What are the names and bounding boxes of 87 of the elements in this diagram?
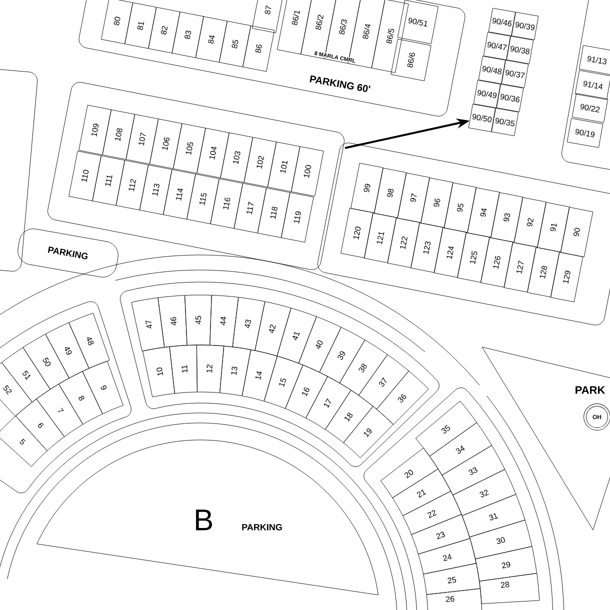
plot-cell: 80 — [101, 0, 134, 44]
plot-cell: 87 — [252, 0, 284, 34]
plot-cell: 104 — [196, 128, 230, 178]
plot-cell: 15 — [264, 356, 304, 409]
plot-cell: 13 — [220, 346, 252, 396]
plot-cell: 84 — [195, 16, 228, 63]
plot-cell: 28 — [479, 573, 540, 604]
plot-cell: 96 — [420, 178, 454, 228]
plot-cell: 25 — [423, 563, 480, 595]
plot-cell: 112 — [116, 160, 149, 210]
plot-cell: 86/6 — [390, 38, 432, 82]
plot-cell: 118 — [257, 188, 290, 238]
plot-cell: 44 — [210, 294, 239, 348]
plot-cell: 90/22 — [572, 93, 608, 123]
plot-cell: 121 — [364, 212, 397, 263]
plot-cell: 82 — [148, 7, 180, 54]
plot-cell: 99 — [350, 162, 384, 214]
plot-cell: 129 — [550, 252, 584, 302]
plot-cell: 110 — [68, 150, 102, 202]
plot-cell: 128 — [527, 247, 560, 298]
plot-cell: 113 — [139, 164, 172, 215]
plot-cell: 47 — [131, 298, 165, 352]
plot-cell: 126 — [480, 237, 514, 288]
plot-cell: 42 — [254, 301, 292, 356]
plot-cell: 90/50 — [468, 104, 496, 132]
plot-cell: 90/19 — [566, 118, 604, 148]
plot-cell: 111 — [92, 156, 125, 206]
plot-cell: 124 — [434, 228, 467, 278]
plot-cell: 108 — [102, 110, 135, 160]
plot-cell: 90/37 — [501, 60, 529, 88]
road-label: PARKING 60' — [308, 74, 372, 94]
plot-cell: 14 — [242, 350, 278, 402]
plot-cell: 90/39 — [511, 12, 539, 40]
plot-cell: 24 — [418, 538, 476, 574]
plot-cell: 92 — [514, 197, 546, 248]
plot-cell: 90/51 — [397, 0, 439, 44]
plot-cell: 94 — [467, 187, 500, 238]
plot-cell: 11 — [169, 344, 198, 394]
plot-cell: 116 — [210, 178, 243, 229]
plot-cell: 103 — [220, 132, 253, 183]
plot-cell: 115 — [186, 174, 220, 224]
plot-cell: 41 — [276, 308, 317, 364]
plot-cell: 90/49 — [473, 80, 501, 108]
plot-cell: 90/47 — [483, 32, 511, 60]
plot-cell: 90 — [560, 207, 594, 258]
plot-cell: 123 — [410, 222, 444, 273]
plot-cell: 10 — [142, 346, 175, 398]
parking-area: PARKING — [48, 246, 88, 260]
plot-cell: 90/36 — [496, 84, 524, 112]
plot-cell: 98 — [374, 168, 407, 218]
plot-cell: 117 — [234, 183, 267, 234]
plot-cell: 29 — [475, 546, 537, 582]
plot-cell: 122 — [387, 218, 420, 268]
plot-cell: 90/46 — [488, 8, 516, 36]
plot-cell: 91 — [537, 202, 570, 252]
plot-cell: 102 — [244, 137, 277, 188]
plot-cell: 45 — [184, 294, 212, 346]
plot-cell: 85 — [219, 20, 252, 68]
plot-cell: 91/13 — [578, 45, 610, 75]
plot-cell: 81 — [124, 2, 157, 49]
plot-cell: 97 — [397, 172, 430, 223]
plot-cell: 95 — [444, 182, 477, 233]
plot-cell: 125 — [457, 232, 490, 283]
plot-cell: 100 — [291, 146, 324, 196]
plot-cell: 107 — [126, 114, 159, 164]
plot-cell: 109 — [78, 104, 112, 156]
plot-cell: 12 — [196, 344, 224, 394]
plot-cell: 86 — [242, 25, 275, 72]
plot-cell: 114 — [163, 169, 196, 220]
plot-cell: 43 — [232, 297, 266, 351]
plot-cell: 26 — [426, 588, 482, 610]
plot-cell: 91/14 — [574, 70, 610, 100]
plot-cell: 86/1 — [277, 0, 314, 54]
plot-cell: 83 — [172, 12, 204, 58]
plot-cell: 105 — [173, 123, 206, 174]
plot-cell: 106 — [149, 118, 182, 169]
plot-cell: 46 — [158, 295, 188, 348]
plot-cell: 90/35 — [491, 108, 519, 136]
parking-area: B PARKING — [36, 440, 378, 596]
plot-cell: 90/48 — [478, 56, 506, 84]
plot-cell: 119 — [281, 192, 314, 242]
plot-cell: 30 — [469, 520, 532, 560]
plot-cell: 127 — [504, 242, 536, 292]
plot-cell: 101 — [267, 142, 300, 192]
plot-cell: 120 — [340, 208, 374, 258]
plot-cell: 90/38 — [506, 36, 534, 64]
plot-cell: 93 — [490, 192, 524, 242]
